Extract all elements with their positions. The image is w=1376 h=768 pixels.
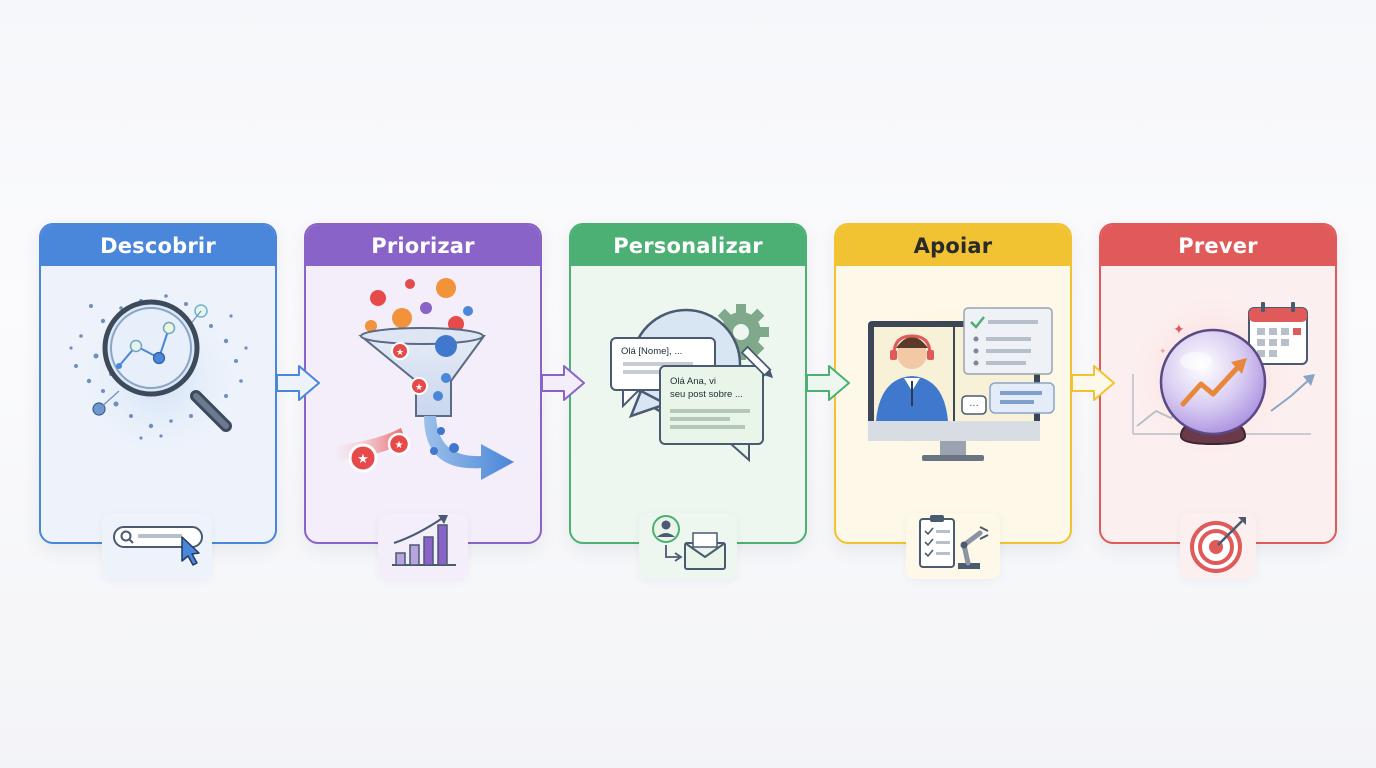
step-title-prever: Prever	[1101, 225, 1335, 266]
step-card-prever: Prever	[1099, 223, 1337, 544]
checklist-robot-arm-icon	[919, 515, 989, 569]
crystal-ball-forecast-icon: ✦ ✦	[1128, 291, 1315, 461]
step-card-priorizar: Priorizar	[304, 223, 542, 544]
user-email-icon	[652, 515, 726, 570]
target-arrow-icon	[1190, 517, 1246, 573]
badge-descobrir	[102, 513, 212, 579]
step-title-descobrir: Descobrir	[41, 225, 275, 266]
step-title-priorizar: Priorizar	[306, 225, 540, 266]
badge-personalizar	[639, 513, 737, 579]
message-personalized-line2: seu post sobre ...	[670, 389, 743, 400]
search-bar-cursor-icon	[113, 526, 203, 566]
step-card-descobrir: Descobrir	[39, 223, 277, 544]
svg-text:★: ★	[396, 348, 404, 358]
funnel-prioritize-icon: ★ ★ ★ ★	[334, 278, 514, 480]
message-template-text: Olá [Nome], ...	[621, 346, 683, 357]
svg-text:★: ★	[395, 440, 404, 451]
connector-arrow-3	[807, 365, 850, 401]
connector-arrow-4	[1072, 365, 1115, 401]
badge-apoiar	[906, 513, 1000, 579]
message-personalized-line1: Olá Ana, vi	[670, 376, 716, 387]
step-card-apoiar: Apoiar	[834, 223, 1072, 544]
svg-text:★: ★	[415, 383, 423, 393]
step-card-personalizar: Personalizar	[569, 223, 807, 544]
connector-arrow-2	[542, 365, 585, 401]
step-title-personalizar: Personalizar	[571, 225, 805, 266]
chat-personalize-icon	[610, 304, 774, 463]
step-title-apoiar: Apoiar	[836, 225, 1070, 266]
badge-priorizar	[378, 513, 468, 579]
support-agent-monitor-icon: ···	[861, 296, 1055, 466]
svg-text:✦: ✦	[1159, 347, 1167, 357]
magnifier-network-icon	[69, 288, 249, 468]
bar-chart-growth-icon	[392, 515, 456, 566]
badge-prever	[1180, 513, 1256, 579]
svg-text:✦: ✦	[1173, 322, 1185, 338]
svg-text:★: ★	[357, 452, 369, 467]
svg-text:···: ···	[969, 401, 979, 412]
connector-arrow-1	[277, 365, 320, 401]
